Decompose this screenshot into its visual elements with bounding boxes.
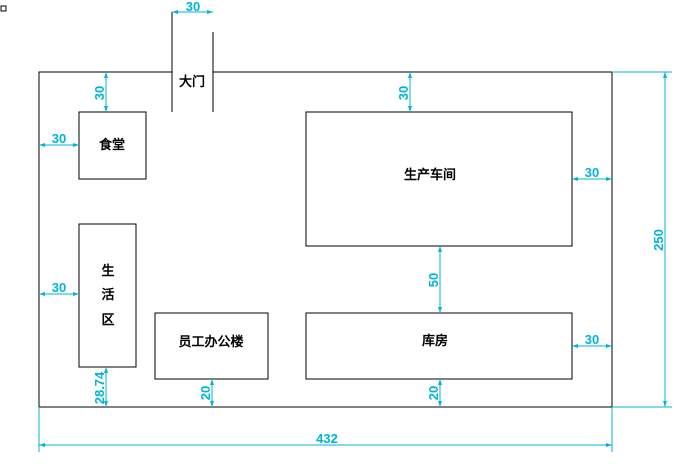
canteen-label: 食堂 [99, 137, 125, 153]
living-area: 生 活 区 [78, 223, 137, 368]
dim-gap-text: 50 [426, 273, 441, 287]
dim-gate-width-text: 30 [186, 0, 200, 14]
dim-warehouse-right: 30 [572, 332, 612, 348]
office-label: 员工办公楼 [178, 334, 243, 350]
workshop: 生产车间 [305, 111, 573, 247]
dim-living-bottom-text: 28.74 [92, 371, 107, 404]
dim-workshop-right: 30 [572, 165, 612, 181]
dim-gap: 50 [426, 246, 442, 313]
office-building: 员工办公楼 [154, 312, 269, 380]
living-label-1: 生 [101, 263, 114, 279]
site-boundary [38, 71, 613, 408]
dim-living-bottom: 28.74 [92, 367, 108, 407]
warehouse-label: 库房 [422, 333, 448, 349]
dim-living-left-text: 30 [52, 280, 66, 295]
dim-canteen-top-text: 30 [92, 86, 107, 100]
dim-canteen-left: 30 [39, 131, 79, 147]
dim-warehouse-bottom: 20 [426, 379, 442, 407]
dim-warehouse-bottom-text: 20 [426, 386, 441, 400]
dim-total-height-text: 250 [651, 229, 666, 251]
dim-workshop-top-text: 30 [396, 86, 411, 100]
dim-total-width-text: 432 [316, 431, 338, 446]
corner-marker [0, 5, 7, 12]
dim-warehouse-right-text: 30 [585, 332, 599, 347]
dim-office-bottom: 20 [198, 379, 214, 407]
dim-canteen-left-text: 30 [52, 131, 66, 146]
dim-gate-width: 30 [172, 0, 213, 14]
warehouse: 库房 [305, 312, 573, 380]
dim-canteen-top: 30 [92, 72, 108, 112]
living-label-3: 区 [101, 313, 114, 328]
dim-total-width: 432 [38, 407, 613, 452]
living-label-2: 活 [101, 287, 114, 303]
dim-total-height: 250 [612, 71, 672, 408]
workshop-label: 生产车间 [404, 167, 456, 183]
dim-office-bottom-text: 20 [198, 386, 213, 400]
dim-living-left: 30 [39, 280, 79, 296]
canteen: 食堂 [78, 111, 147, 180]
gate-label: 大门 [179, 74, 205, 90]
dim-workshop-top: 30 [396, 72, 412, 112]
dim-workshop-right-text: 30 [585, 165, 599, 180]
